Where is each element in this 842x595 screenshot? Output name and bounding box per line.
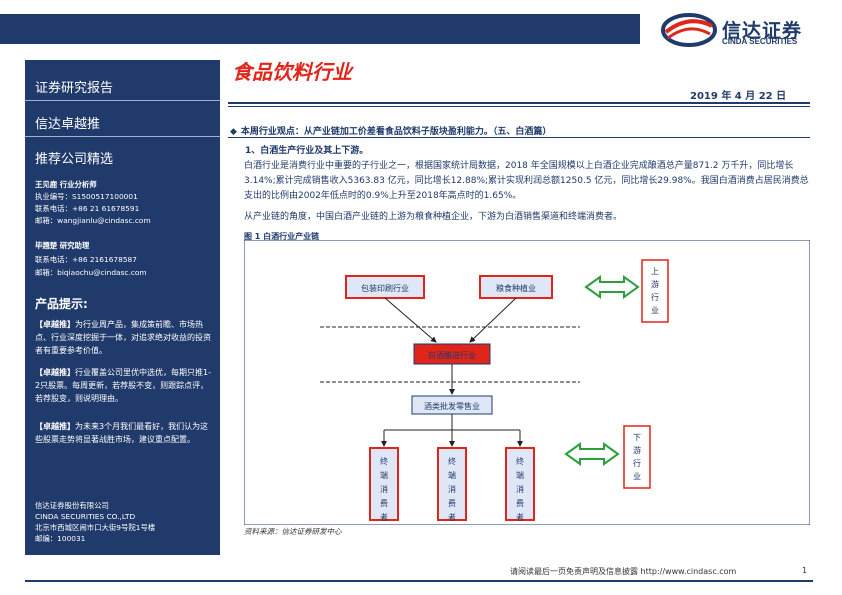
sidebar: 证券研究报告 信达卓越推 推荐公司精选 王见鹿 行业分析师 执业编号：S1500…: [25, 60, 220, 555]
sidebar-divider: [25, 100, 220, 101]
consumer-label-char: 端: [516, 470, 524, 480]
viewpoint: ◆本周行业观点：从产业链加工价差看食品饮料子版块盈利能力。（五、白酒篇）: [230, 124, 551, 137]
downstream-label-char: 行: [633, 458, 641, 468]
analyst2-phone: 联系电话：+86 2161678587: [35, 255, 137, 264]
viewpoint-text: 本周行业观点：从产业链加工价差看食品饮料子版块盈利能力。（五、白酒篇）: [240, 127, 552, 137]
section-name: 推荐公司精选: [35, 152, 114, 167]
analyst2-name: 毕翘楚 研究助理: [35, 241, 90, 250]
consumer-label-char: 终: [516, 456, 524, 466]
diamond-bullet-icon: ◆: [230, 127, 237, 137]
downstream-arrow-icon: [564, 442, 620, 466]
paragraph-1: 白酒行业是消费行业中重要的子行业之一，根据国家统计局数据，2018 年全国规模以…: [244, 161, 809, 201]
tips-title: 产品提示:: [35, 297, 88, 311]
consumer-label-char: 费: [448, 498, 456, 508]
tip-text: 行业覆盖公司里优中选优，每期只推1-2只股票。每周更新，若荐股不变，则跟踪点评，…: [35, 368, 211, 403]
column-name: 信达卓越推: [35, 117, 101, 132]
analyst2-email[interactable]: 邮箱：biqiaochu@cindasc.com: [35, 268, 147, 277]
upstream-label-char: 游: [651, 279, 659, 289]
header-rule-thin: [228, 106, 810, 107]
consumer-label-char: 端: [380, 470, 388, 480]
page-title: 食品饮料行业: [232, 60, 352, 84]
consumer-label-char: 终: [380, 456, 388, 466]
footer-disclaimer[interactable]: 请阅读最后一页免责声明及信息披露 http://www.cindasc.com: [510, 567, 737, 576]
arrow-packaging: [384, 297, 437, 343]
consumer-label-char: 终: [448, 456, 456, 466]
tip-text: 为未来3个月我们最看好，我们认为这些股票走势将显著战胜市场，建议重点配置。: [35, 422, 209, 444]
company-address: 北京市西城区闹市口大街9号院1号楼: [35, 523, 156, 532]
upstream-label-char: 业: [651, 305, 659, 315]
tip-tag: 【卓越推】: [35, 320, 75, 329]
box-upstream: [641, 259, 669, 323]
consumer-label-char: 消: [448, 484, 456, 494]
sidebar-divider: [25, 136, 220, 137]
figure-title: 图 1 白酒行业产业链: [244, 232, 320, 241]
consumer-label-char: 消: [380, 484, 388, 494]
source-note: 资料来源：信达证券研发中心: [244, 527, 342, 536]
subheading: 1、白酒生产行业及其上下游。: [245, 146, 369, 156]
box-packaging-label: 包装印刷行业: [361, 283, 409, 293]
company-name-cn: 信达证券股份有限公司: [35, 501, 109, 510]
downstream-label-char: 业: [633, 471, 641, 481]
consumer-label-char: 者: [380, 513, 388, 522]
tip-item: 【卓越推】行业覆盖公司里优中选优，每期只推1-2只股票。每周更新，若荐股不变，则…: [35, 366, 213, 405]
footer-rule: [25, 580, 813, 582]
paragraph-2: 从产业链的角度，中国白酒产业链的上游为粮食种植企业，下游为白酒销售渠道和终端消费…: [244, 212, 623, 222]
report-date: 2019 年 4 月 22 日: [690, 91, 787, 102]
brand-name-en: CINDA SECURITIES: [722, 37, 798, 46]
downstream-label-char: 下: [633, 433, 641, 442]
tip-tag: 【卓越推】: [35, 368, 75, 377]
tip-tag: 【卓越推】: [35, 422, 75, 431]
header-rule: [228, 102, 810, 104]
top-banner: [0, 14, 640, 44]
company-postcode: 邮编：100031: [35, 534, 86, 543]
consumer-label-char: 端: [448, 470, 456, 480]
tip-text: 为行业周产品，集成策前瞻、市场热点、行业深度挖掘于一体，对追求绝对收益的投资者有…: [35, 320, 211, 355]
consumer-label-char: 费: [380, 498, 388, 508]
page-number: 1: [802, 566, 808, 575]
downstream-label-char: 游: [633, 445, 641, 455]
cinda-logo-icon: [661, 13, 717, 47]
box-downstream: [623, 425, 651, 489]
consumer-label-char: 费: [516, 498, 524, 508]
analyst1-name: 王见鹿 行业分析师: [35, 180, 97, 189]
box-wholesale-label: 酒类批发零售业: [424, 401, 480, 411]
upstream-label-char: 上: [651, 267, 659, 276]
analyst1-email[interactable]: 邮箱：wangjianlu@cindasc.com: [35, 216, 151, 225]
upstream-label-char: 行: [651, 292, 659, 302]
viewpoint-rule: [228, 137, 810, 138]
box-consumer: [505, 447, 535, 521]
brand-logo: 信达证券 CINDA SECURITIES: [660, 12, 840, 48]
analyst1-license: 执业编号：S1500517100001: [35, 192, 138, 201]
arrow-grain: [469, 297, 517, 343]
consumer-label-char: 者: [448, 513, 456, 522]
box-grain-label: 粮食种植业: [496, 283, 536, 293]
report-type: 证券研究报告: [35, 81, 114, 96]
tip-item: 【卓越推】为未来3个月我们最看好，我们认为这些股票走势将显著战胜市场，建议重点配…: [35, 420, 213, 446]
company-name-en: CINDA SECURITIES CO.,LTD: [35, 512, 136, 521]
brand-name-cn: 信达证券: [722, 20, 803, 42]
box-consumer: [437, 447, 467, 521]
box-consumer: [369, 447, 399, 521]
analyst1-phone: 联系电话：+86 21 61678591: [35, 204, 140, 213]
box-baijiu-label: 白酒酿造行业: [428, 350, 476, 360]
industry-chain-diagram: 包装印刷行业 粮食种植业 白酒酿造行业 酒类批发零售业 终端消费者终端消费者终端…: [244, 240, 810, 525]
upstream-arrow-icon: [584, 275, 640, 299]
consumer-label-char: 消: [516, 484, 524, 494]
tip-item: 【卓越推】为行业周产品，集成策前瞻、市场热点、行业深度挖掘于一体，对追求绝对收益…: [35, 318, 213, 357]
consumer-label-char: 者: [516, 513, 524, 522]
